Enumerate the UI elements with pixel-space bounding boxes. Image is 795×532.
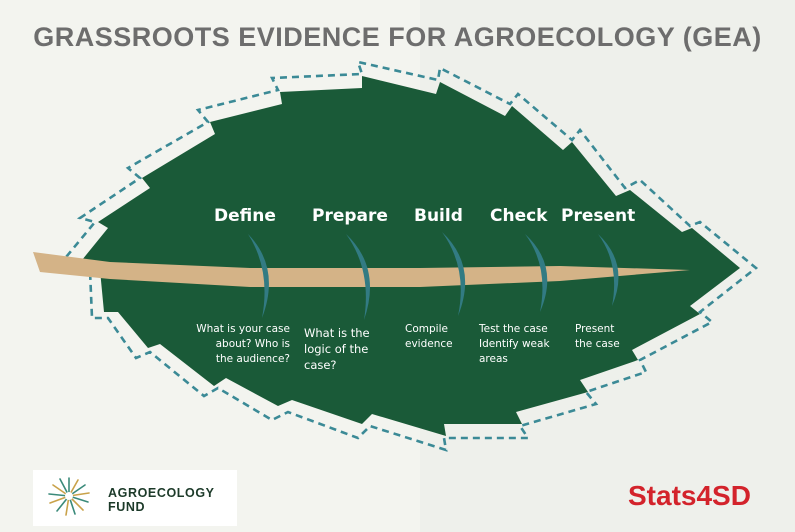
step-label-present: Present xyxy=(561,206,636,226)
leaf-stem xyxy=(33,252,690,287)
step-desc-build: Compile evidence xyxy=(405,322,475,352)
step-desc-prepare: What is the logic of the case? xyxy=(304,325,394,373)
page-title: GRASSROOTS EVIDENCE FOR AGROECOLOGY (GEA… xyxy=(33,22,762,52)
chevron-define xyxy=(248,234,269,318)
step-label-check: Check xyxy=(490,206,548,226)
step-desc-check: Test the case Identify weak areas xyxy=(479,322,569,367)
agroecology-fund-wordmark: AGROECOLOGY FUND xyxy=(108,486,215,514)
step-label-prepare: Prepare xyxy=(312,206,388,226)
step-desc-line: areas xyxy=(479,353,508,365)
step-desc-line: logic of the xyxy=(304,342,369,356)
chevron-build xyxy=(442,232,466,316)
chevron-check xyxy=(525,234,548,312)
step-desc-line: evidence xyxy=(405,338,453,350)
chevron-prepare xyxy=(346,234,370,320)
step-chevrons xyxy=(248,232,619,320)
step-desc-line: Test the case xyxy=(479,323,548,335)
step-desc-define: What is your case about? Who is the audi… xyxy=(180,322,290,367)
chevron-present xyxy=(598,234,619,306)
step-desc-line: What is the xyxy=(304,326,370,340)
agroecology-fund-emblem-icon xyxy=(48,477,90,516)
leaf-dashed-outline xyxy=(59,60,759,452)
step-desc-line: What is your case xyxy=(196,323,290,335)
agroecology-fund-line: AGROECOLOGY xyxy=(108,486,215,500)
step-label-define: Define xyxy=(214,206,276,226)
step-desc-present: Present the case xyxy=(575,322,645,352)
step-desc-line: Compile xyxy=(405,323,448,335)
step-label-build: Build xyxy=(414,206,463,226)
agroecology-fund-line: FUND xyxy=(108,500,146,514)
step-desc-line: case? xyxy=(304,358,337,372)
step-desc-line: Present xyxy=(575,323,615,335)
leaf-body xyxy=(82,76,740,436)
stats4sd-logo: Stats4SD xyxy=(628,480,751,511)
step-desc-line: Identify weak xyxy=(479,338,550,350)
step-desc-line: the case xyxy=(575,338,620,350)
step-desc-line: about? Who is xyxy=(215,338,290,350)
step-desc-line: the audience? xyxy=(215,353,290,365)
